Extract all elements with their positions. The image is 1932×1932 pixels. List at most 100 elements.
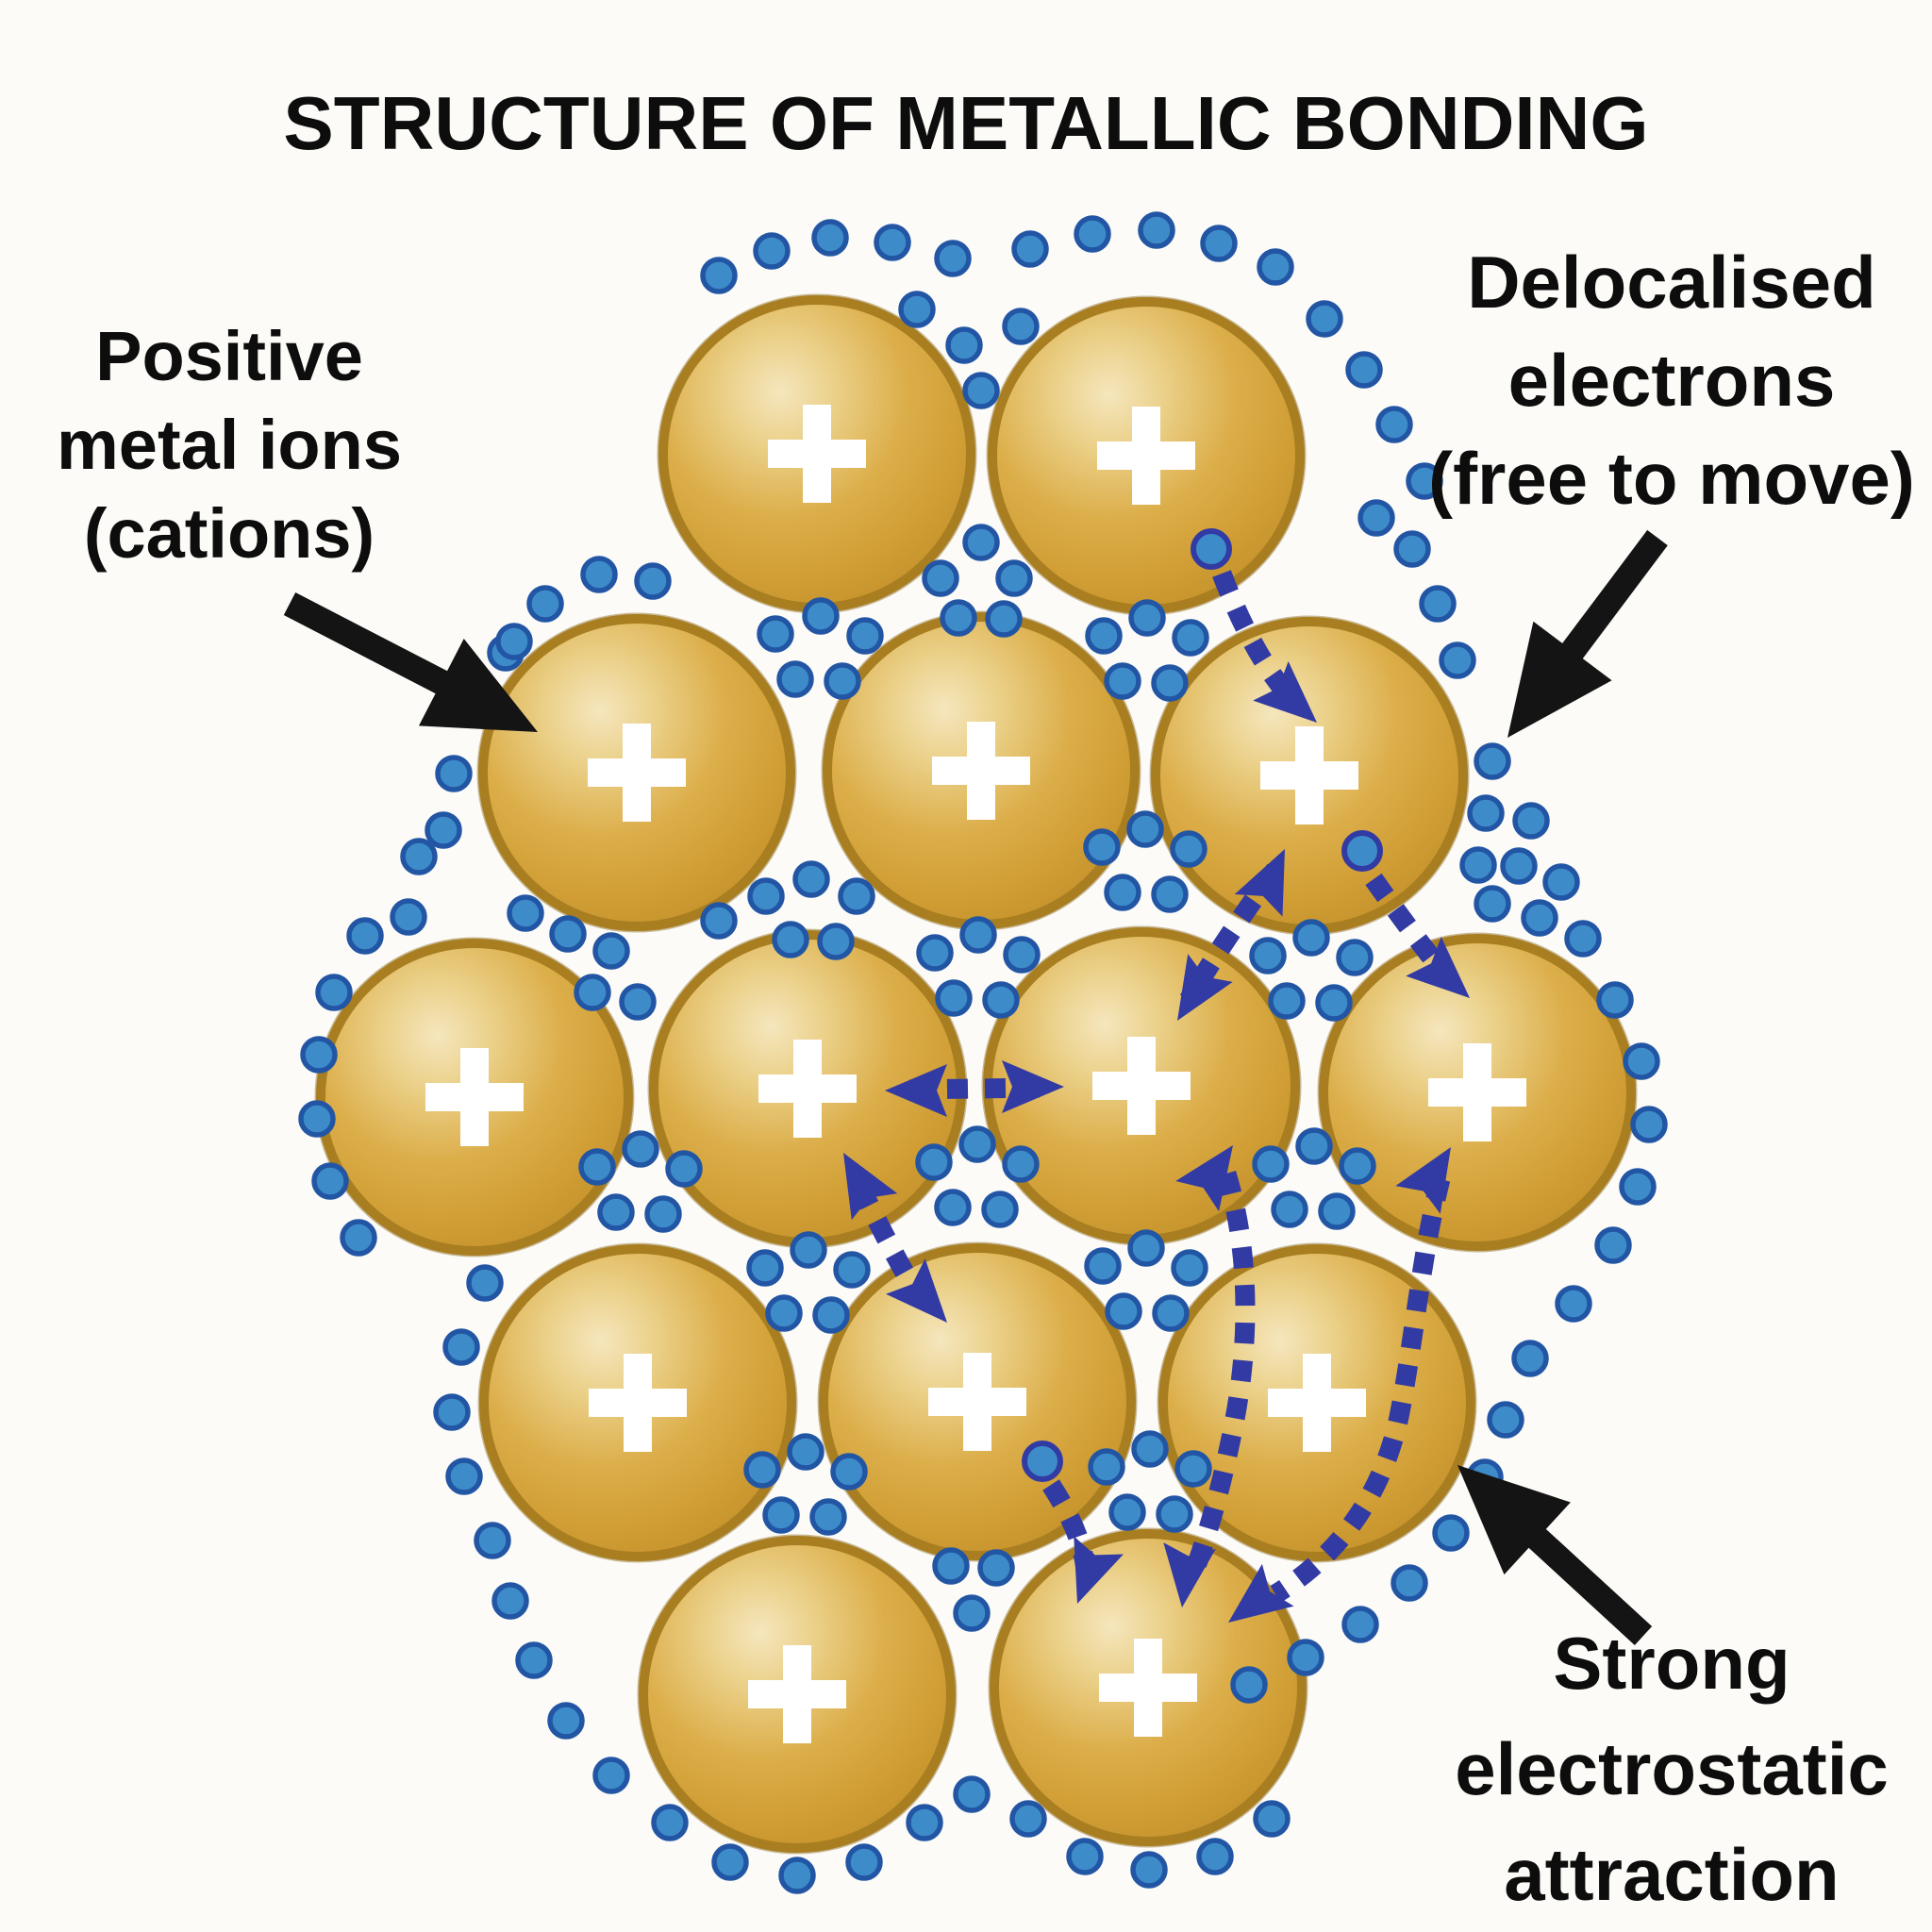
flow-arrowhead-icon	[1177, 954, 1233, 1021]
electron-dot	[340, 1219, 377, 1257]
electron-dot	[300, 1036, 338, 1074]
electron-dot	[743, 1451, 781, 1489]
label-line: (free to move)	[1428, 437, 1915, 520]
electron-dot	[1196, 1838, 1234, 1875]
electron-dot	[846, 617, 884, 655]
electron-dot	[811, 219, 849, 257]
label-line: electrons	[1508, 339, 1836, 422]
electron-dot	[1292, 919, 1330, 957]
electron-dot	[1542, 863, 1580, 901]
electron-dot	[765, 1294, 803, 1332]
flow-arrowhead-icon	[1406, 937, 1470, 998]
electron-dot	[495, 623, 533, 660]
electron-dot	[962, 524, 1000, 561]
plus-icon	[932, 722, 1030, 820]
electron-dot	[940, 599, 977, 637]
electron-dot	[474, 1522, 511, 1559]
electron-dot	[790, 1231, 827, 1269]
attraction-link-upper	[1177, 849, 1285, 1021]
electron-dot	[746, 1249, 784, 1287]
electron-flow-path	[1270, 1176, 1451, 1603]
electron-dot-origin	[1341, 830, 1383, 872]
electron-dot	[1630, 1106, 1668, 1143]
electron-dot	[1170, 830, 1208, 868]
electron-dot	[874, 224, 911, 261]
electron-dot	[838, 877, 875, 915]
attraction-link-horizontal	[885, 1060, 1064, 1117]
plus-icon	[928, 1353, 1026, 1451]
electron-dot	[1172, 619, 1209, 657]
electron-dot	[1375, 406, 1413, 443]
plus-icon	[758, 1040, 857, 1138]
electron-dot	[665, 1150, 703, 1188]
metal-ion	[637, 1534, 958, 1855]
electron-dot	[792, 860, 830, 898]
electron-into-ion-bottom	[1022, 1441, 1124, 1604]
electron-dot	[700, 257, 738, 294]
electron-dot	[574, 974, 611, 1011]
electron-dot	[711, 1843, 749, 1881]
flow-arrowhead-icon	[1395, 1147, 1451, 1214]
plus-icon	[1099, 1639, 1197, 1737]
electron-dot	[549, 915, 587, 953]
electron-dot	[953, 1775, 991, 1813]
electron-dot	[651, 1804, 689, 1841]
electron-dot	[1108, 1493, 1146, 1531]
electron-dot	[491, 1582, 529, 1620]
plus-icon	[589, 1354, 687, 1452]
electron-dot	[622, 1130, 659, 1168]
label-strong-electrostatic-attraction: Strong electrostatic attraction	[1455, 1622, 1889, 1916]
electron-dot	[1521, 899, 1558, 937]
electron-dot	[1084, 1247, 1122, 1285]
electron-dot	[1253, 1800, 1291, 1838]
flow-arrowhead-icon	[1253, 661, 1317, 723]
electron-dot	[1336, 939, 1374, 976]
label-positive-metal-ions: Positive metal ions (cations)	[57, 317, 402, 573]
electron-dot	[982, 981, 1020, 1019]
electron-dot	[830, 1453, 868, 1491]
attraction-link-diagonal	[843, 1153, 947, 1323]
electron-dot	[1318, 1192, 1356, 1230]
electron-dot	[1487, 1401, 1524, 1439]
electron-dot	[981, 1191, 1019, 1228]
electron-dot	[1011, 230, 1049, 268]
label-line: metal ions	[57, 406, 402, 484]
electron-dot	[1391, 1564, 1428, 1602]
electron-into-ion-right	[1341, 830, 1470, 998]
electron-dot	[507, 894, 544, 932]
electron-dot	[1268, 982, 1306, 1020]
electron-dot	[1623, 1042, 1660, 1080]
flow-arrowhead-icon	[886, 1258, 947, 1323]
plus-icon	[1097, 407, 1195, 505]
electron-dot	[1345, 351, 1383, 389]
electron-dot	[619, 983, 657, 1021]
electron-dot	[932, 1547, 970, 1585]
electron-dot	[958, 1125, 996, 1163]
metal-ion	[1149, 615, 1470, 936]
electron-dot-origin	[1191, 528, 1232, 570]
electron-dot	[1074, 215, 1111, 253]
metal-ion	[476, 612, 797, 933]
electron-dot	[959, 916, 997, 954]
electron-dot	[1104, 874, 1141, 911]
electron-dot	[953, 1594, 991, 1632]
label-delocalised-electrons: Delocalised electrons (free to move)	[1428, 241, 1915, 520]
electron-dot	[778, 1857, 816, 1894]
electron-dot	[1500, 847, 1538, 885]
electron-dot	[597, 1193, 635, 1231]
label-line: Delocalised	[1467, 241, 1876, 324]
electron-dot	[1252, 1145, 1290, 1183]
attraction-link-tall-left	[1163, 1145, 1256, 1607]
electron-dot	[1315, 984, 1353, 1022]
electron-dot	[1306, 300, 1343, 338]
electron-dot	[945, 326, 983, 364]
electron-dot	[787, 1433, 824, 1471]
electron-dot	[1085, 617, 1123, 655]
pointer-shaft	[1557, 529, 1668, 665]
electron-dot	[442, 1328, 480, 1366]
metal-ion	[477, 1242, 798, 1563]
pointer-arrowhead-icon	[1507, 621, 1612, 738]
metal-ion	[1317, 932, 1638, 1253]
